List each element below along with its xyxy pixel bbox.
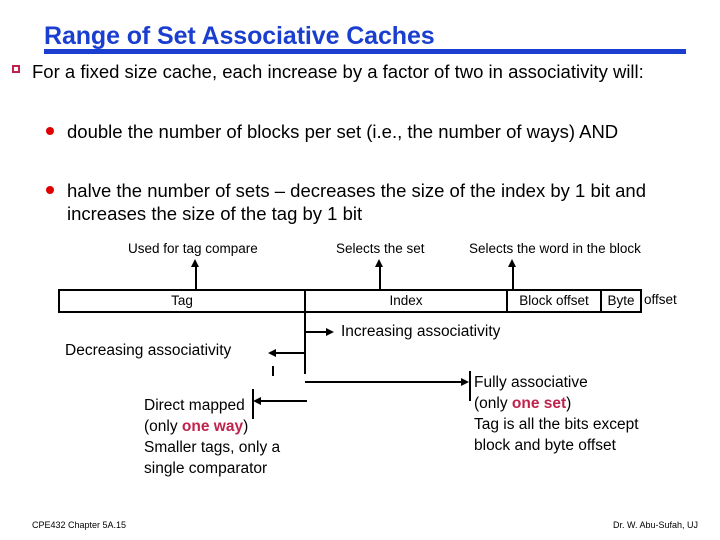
increasing-arrow-shaft <box>306 331 328 333</box>
caption-selects-the-set: Selects the set <box>336 241 425 256</box>
label-decreasing-associativity: Decreasing associativity <box>65 342 232 359</box>
direct-mapped-line-4: single comparator <box>144 460 268 477</box>
fully-associative-block: Fully associative (only one set) Tag is … <box>474 372 639 456</box>
fully-associative-line-3: Tag is all the bits except <box>474 416 639 433</box>
bullet-level1-text: For a fixed size cache, each increase by… <box>32 61 644 82</box>
fully-associative-highlight-one-set: one set <box>511 395 567 412</box>
to-direct-mapped-arrow-shaft <box>259 400 307 402</box>
direct-mapped-line-3: Smaller tags, only a <box>144 439 281 456</box>
address-field-byte: Byte <box>600 289 642 313</box>
caption-arrow-line-block-offset <box>512 266 514 290</box>
caption-arrow-line-tag <box>195 266 197 290</box>
bullet-level2-item-1: halve the number of sets – decreases the… <box>46 179 708 225</box>
increasing-arrow-head-icon <box>326 328 334 336</box>
associativity-axis-line <box>304 318 306 374</box>
caption-arrow-head-tag-icon <box>191 259 199 267</box>
bullet-level1-item-0: For a fixed size cache, each increase by… <box>12 60 702 83</box>
direct-mapped-line-2-pre: (only <box>144 418 182 435</box>
bullet-level2-text-1: halve the number of sets – decreases the… <box>67 180 646 224</box>
fully-associative-line-2-pre: (only <box>474 395 512 412</box>
footer-right: Dr. W. Abu-Sufah, UJ <box>612 520 698 530</box>
fully-associative-line-1: Fully associative <box>474 374 588 391</box>
direct-mapped-line-2-post: ) <box>243 418 249 435</box>
round-bullet-icon <box>46 127 54 135</box>
address-field-index: Index <box>304 289 508 313</box>
to-fully-associative-arrow-shaft <box>305 381 463 383</box>
center-divider-stub-top <box>304 313 306 322</box>
to-direct-mapped-arrow-head-icon <box>253 397 261 405</box>
caption-used-for-tag-compare: Used for tag compare <box>128 241 258 256</box>
page-title: Range of Set Associative Caches <box>44 22 435 50</box>
bullet-level2-item-0: double the number of blocks per set (i.e… <box>46 120 708 143</box>
round-bullet-icon <box>46 186 54 194</box>
caption-arrow-head-block-offset-icon <box>508 259 516 267</box>
direct-mapped-line-2: (only one way) <box>144 416 280 437</box>
fully-associative-line-4: block and byte offset <box>474 437 616 454</box>
fully-associative-endpoint-line <box>469 371 471 401</box>
title-underline-rule <box>44 49 686 54</box>
fully-associative-line-2: (only one set) <box>474 393 639 414</box>
bullet-level2-text-0: double the number of blocks per set (i.e… <box>67 121 619 142</box>
decreasing-arrow-head-icon <box>268 349 276 357</box>
lower-divider-stub <box>272 366 274 376</box>
direct-mapped-highlight-one-way: one way <box>181 418 244 435</box>
direct-mapped-line-1: Direct mapped <box>144 397 245 414</box>
square-bullet-icon <box>12 65 20 73</box>
label-increasing-associativity: Increasing associativity <box>341 323 501 340</box>
caption-selects-the-word: Selects the word in the block <box>469 241 641 256</box>
address-field-tag: Tag <box>58 289 306 313</box>
address-field-byte-offset-overflow-label: offset <box>644 292 677 307</box>
fully-associative-line-2-post: ) <box>566 395 572 412</box>
address-field-block-offset: Block offset <box>506 289 602 313</box>
caption-arrow-line-index <box>379 266 381 290</box>
caption-arrow-head-index-icon <box>375 259 383 267</box>
decreasing-arrow-shaft <box>275 352 305 354</box>
footer-left: CPE432 Chapter 5A.15 <box>32 520 127 530</box>
direct-mapped-block: Direct mapped (only one way) Smaller tag… <box>144 395 280 479</box>
to-fully-associative-arrow-head-icon <box>461 378 469 386</box>
